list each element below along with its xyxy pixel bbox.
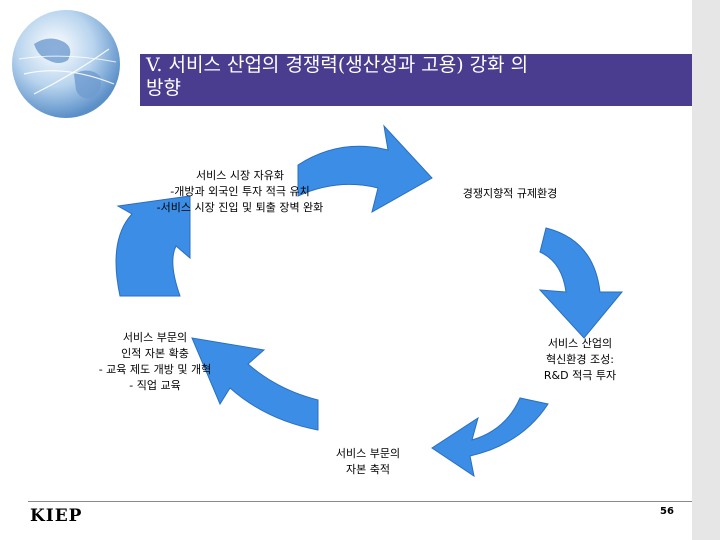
node-human-capital: 서비스 부문의 인적 자본 확충 - 교육 제도 개방 및 개혁 - 직업 교육 <box>98 331 212 392</box>
arrow-human-to-market <box>115 195 191 297</box>
arrow-regulation-to-innovation <box>538 227 624 339</box>
footer-divider <box>28 501 692 502</box>
arrow-innovation-to-capital <box>431 397 549 478</box>
page-number: 56 <box>660 506 674 517</box>
globe-icon <box>12 10 120 118</box>
kiep-logo: KIEP <box>30 506 83 526</box>
arrow-market-to-regulation <box>297 124 433 214</box>
right-margin-strip <box>692 0 720 540</box>
node-innovation-environment: 서비스 산업의 혁신환경 조성: R&D 적극 투자 <box>543 337 617 382</box>
node-competitive-regulation: 경쟁지향적 규제환경 <box>462 187 558 200</box>
node-market-liberalization: 서비스 시장 자유화 -개방과 외국인 투자 적극 유치 -서비스 시장 진입 … <box>156 169 324 214</box>
node-capital-accumulation: 서비스 부문의 자본 축적 <box>335 447 401 476</box>
title-line-1: V. 서비스 산업의 경쟁력(생산성과 고용) 강화 의 <box>146 54 529 76</box>
arrow-capital-to-human <box>191 337 319 431</box>
slide-title: V. 서비스 산업의 경쟁력(생산성과 고용) 강화 의 방향 <box>146 54 666 100</box>
title-bar <box>140 54 692 106</box>
title-line-2: 방향 <box>146 77 181 99</box>
